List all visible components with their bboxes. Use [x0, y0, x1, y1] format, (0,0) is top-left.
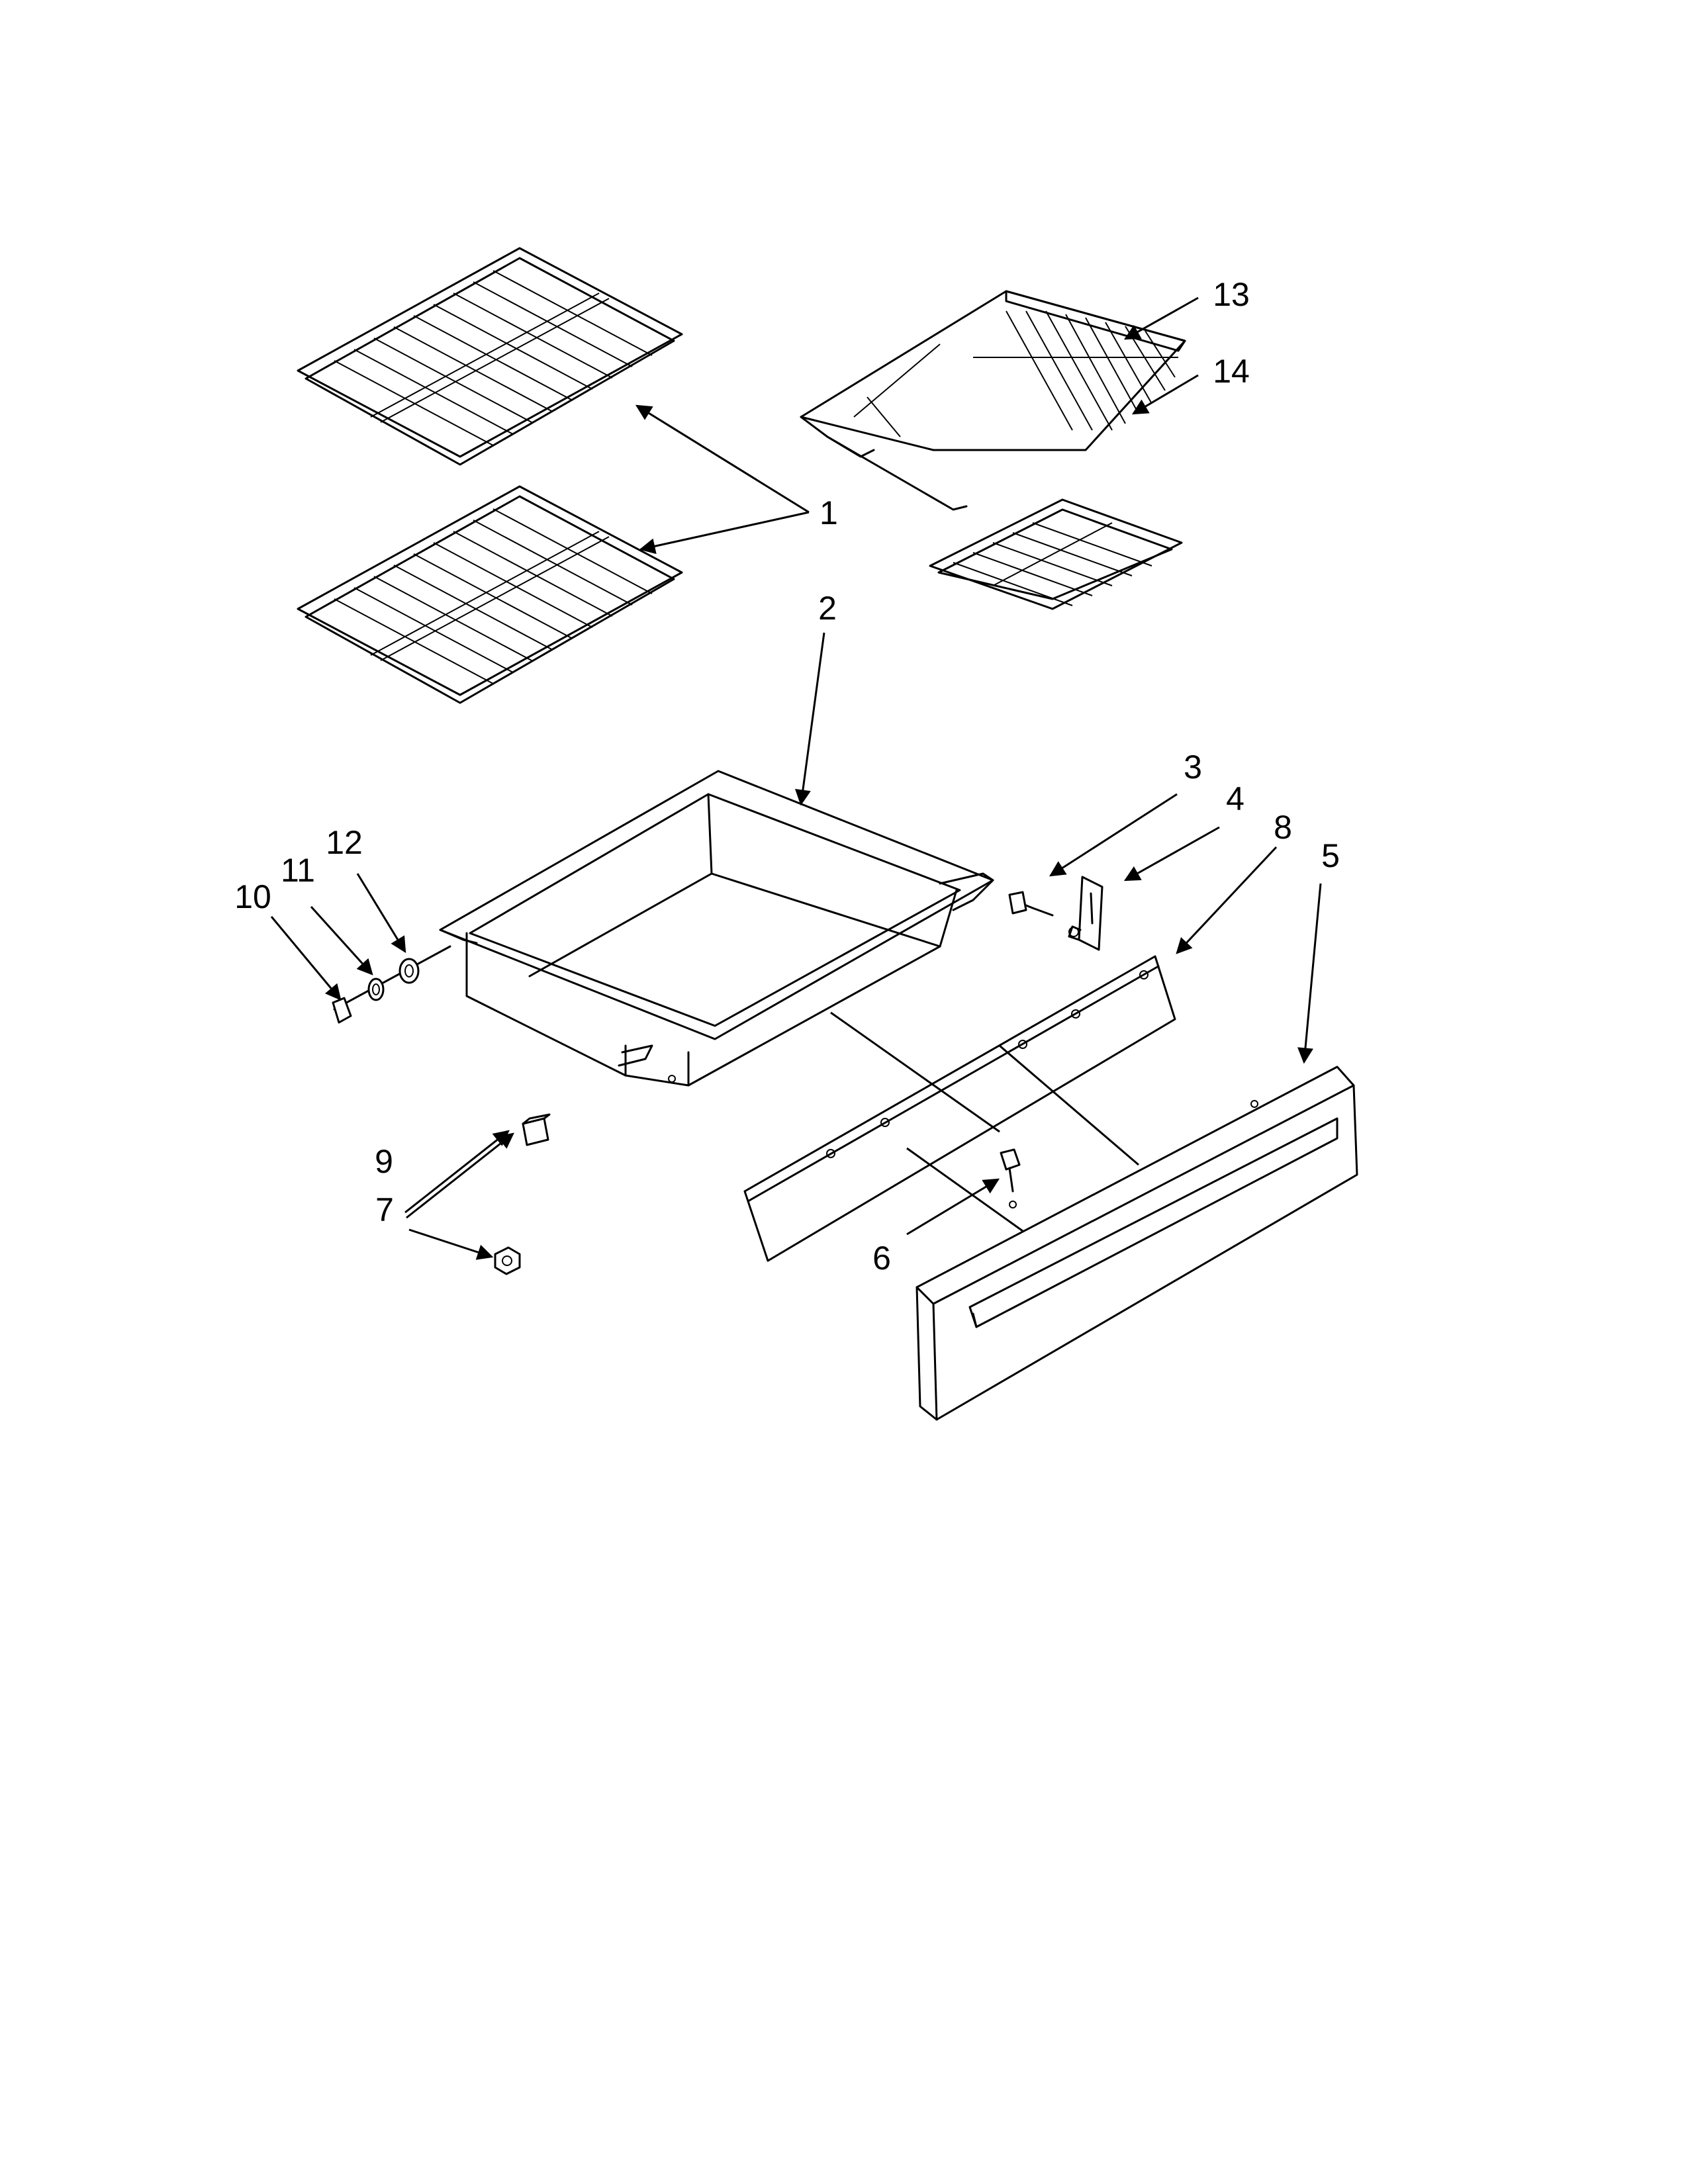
spacer-block [522, 1113, 551, 1146]
oven-rack-lower [297, 485, 683, 704]
storage-drawer [439, 770, 994, 1087]
drawer-front-panel [915, 1066, 1358, 1421]
callout-13: 13 [1213, 276, 1250, 313]
callout-12: 12 [326, 824, 363, 861]
callout-1: 1 [820, 494, 838, 531]
panel-screw [1000, 1148, 1021, 1193]
callout-3: 3 [1184, 749, 1202, 786]
callout-2: 2 [818, 590, 837, 627]
callout-7: 7 [375, 1191, 394, 1228]
oven-rack-upper [297, 247, 683, 466]
callout-5: 5 [1321, 837, 1340, 874]
hex-nut [494, 1246, 521, 1275]
screw [1008, 891, 1054, 917]
callout-14: 14 [1213, 353, 1250, 390]
callout-8: 8 [1274, 809, 1292, 846]
half-rack [929, 498, 1183, 610]
roll-out-rack [800, 290, 1186, 511]
drawer-glide [743, 955, 1176, 1262]
drawer-bracket [1068, 876, 1103, 951]
callout-4: 4 [1226, 780, 1244, 817]
callout-6: 6 [872, 1240, 891, 1277]
callout-10: 10 [234, 878, 271, 915]
callouts: 1 2 3 4 5 6 7 8 9 10 11 12 13 14 [234, 276, 1340, 1277]
drawer-roller-assembly [332, 945, 451, 1024]
leader-lines [270, 296, 1322, 1260]
callout-11: 11 [281, 852, 315, 889]
callout-9: 9 [375, 1143, 393, 1180]
